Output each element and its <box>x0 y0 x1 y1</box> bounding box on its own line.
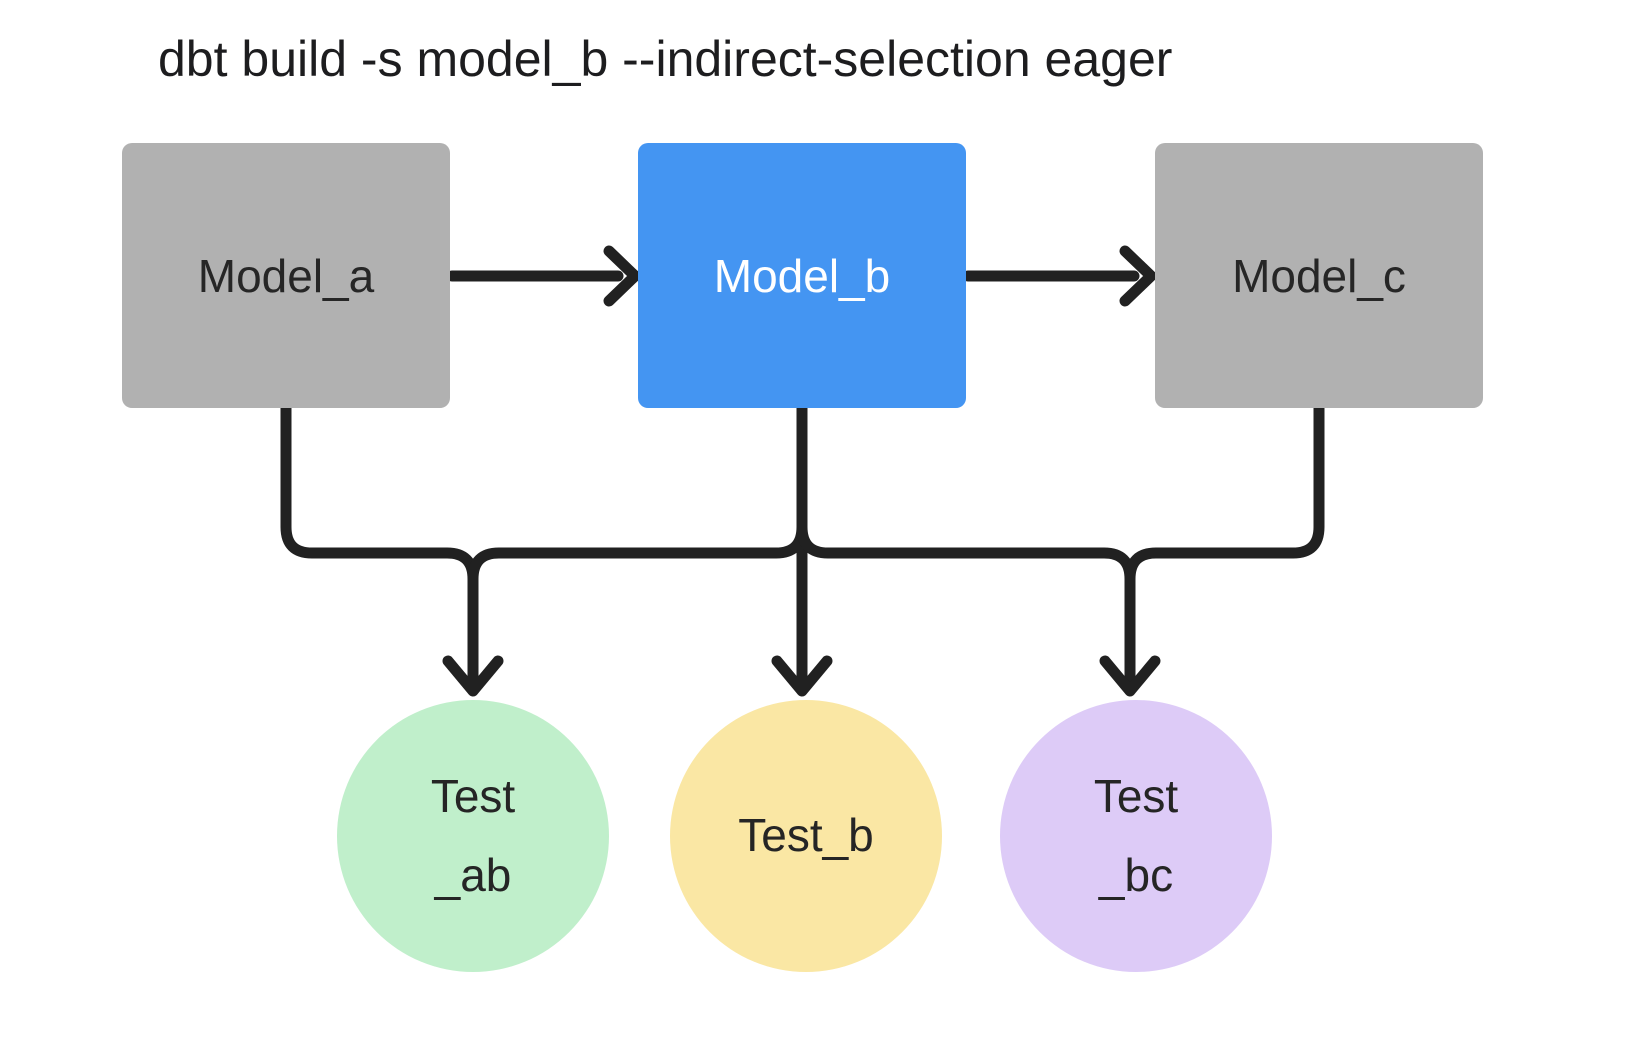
node-test-bc-label-line2: _bc <box>1098 849 1174 901</box>
node-test-ab: Test _ab <box>337 700 609 972</box>
arrowhead-model-a-to-model-b <box>603 245 641 307</box>
arrowhead-test-bc <box>1099 655 1161 697</box>
node-test-ab-label-line2: _ab <box>434 849 512 901</box>
node-test-b-label: Test_b <box>738 809 874 862</box>
arrowhead-model-b-to-model-c <box>1119 245 1157 307</box>
arrowhead-test-ab <box>442 655 504 697</box>
node-model-a-label: Model_a <box>197 249 375 302</box>
node-model-c: Model_c <box>1155 143 1483 408</box>
node-test-bc: Test _bc <box>1000 700 1272 972</box>
node-model-b: Model_b <box>638 143 966 408</box>
edge-model-c-to-test-bc <box>1124 402 1325 694</box>
diagram-title: dbt build -s model_b --indirect-selectio… <box>158 31 1173 87</box>
node-model-c-label: Model_c <box>1232 249 1406 302</box>
edge-model-b-to-test-ab <box>467 402 808 694</box>
node-model-a: Model_a <box>122 143 450 408</box>
arrowhead-test-b <box>771 655 833 697</box>
node-test-bc-label-line1: Test <box>1093 769 1179 822</box>
node-test-ab-label-line1: Test <box>430 769 516 822</box>
edge-model-b-to-test-bc <box>796 402 1136 694</box>
edge-model-a-to-test-ab <box>280 402 479 694</box>
node-test-b: Test_b <box>670 700 942 972</box>
node-model-b-label: Model_b <box>713 249 891 302</box>
